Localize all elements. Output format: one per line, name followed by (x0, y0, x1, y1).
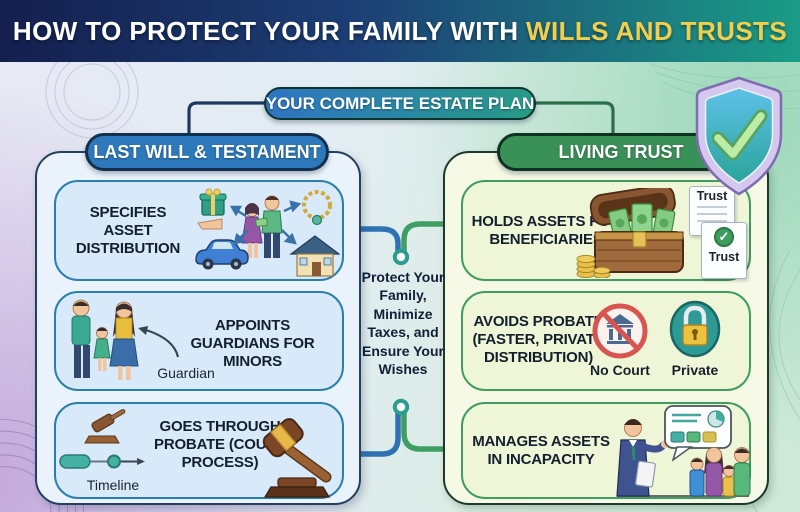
no-court-badge: No Court (589, 301, 651, 378)
center-message: Protect Your Family, Minimize Taxes, and… (361, 269, 445, 378)
card-avoids-probate: AVOIDS PROBATE (FASTER, PRIVATE DISTRIBU… (461, 291, 751, 391)
house-icon (289, 235, 340, 277)
title-main: HOW TO PROTECT YOUR FAMILY WITH (12, 15, 526, 46)
card-label: SPECIFIES ASSET DISTRIBUTION (75, 203, 181, 257)
gift-hand-icon (197, 188, 227, 230)
guardian-arrow (138, 326, 180, 358)
trust-header-label: LIVING TRUST (558, 141, 684, 162)
family-illustration (71, 299, 180, 380)
father-figure (71, 299, 91, 378)
car-icon (195, 239, 249, 270)
timeline-annotation: Timeline (86, 477, 140, 493)
no-court-label: No Court (590, 362, 650, 378)
estate-plan-node: YOUR COMPLETE ESTATE PLAN (264, 87, 536, 120)
chest-body (594, 231, 684, 273)
guardian-annotation: Guardian (157, 365, 215, 381)
card-label: APPOINTS GUARDIANS FOR MINORS (190, 317, 315, 370)
card-label: AVOIDS PROBATE (FASTER, PRIVATE DISTRIBU… (472, 313, 605, 366)
private-lock-icon (669, 300, 721, 358)
private-label: Private (671, 362, 719, 378)
timeline-gavel-illustration (59, 409, 145, 469)
advisor-family-illustration (616, 405, 751, 497)
card-label: HOLDS ASSETS FOR BENEFICIARIES (471, 212, 621, 248)
large-gavel-icon (262, 418, 332, 498)
estate-plan-label: YOUR COMPLETE ESTATE PLAN (265, 93, 535, 113)
family-group (689, 447, 751, 497)
check-circle-icon: ✓ (714, 227, 734, 247)
money-bills (608, 203, 676, 238)
plan-speech-bubble (664, 405, 732, 462)
no-court-icon (592, 303, 648, 359)
private-badge: Private (665, 299, 725, 378)
small-gavel-icon (84, 409, 126, 444)
child-figure (93, 327, 111, 371)
mother-figure (109, 301, 139, 380)
doc-text-lines (697, 206, 727, 224)
treasure-chest-illustration (576, 188, 684, 278)
card-label: MANAGES ASSETS IN INCAPACITY (472, 432, 610, 468)
trust-document-2: ✓ Trust (701, 222, 747, 279)
shield-check-icon (695, 76, 783, 196)
card-label: GOES THROUGH PROBATE (COURT PROCESS) (154, 418, 286, 471)
will-header-label: LAST WILL & TESTAMENT (93, 141, 321, 162)
card-appoints-guardians: APPOINTS GUARDIANS FOR MINORS (54, 291, 344, 391)
couple-icon (241, 195, 283, 258)
asset-arrows (229, 200, 302, 245)
title-banner: HOW TO PROTECT YOUR FAMILY WITH WILLS AN… (0, 0, 800, 62)
card-asset-distribution: SPECIFIES ASSET DISTRIBUTION (54, 180, 344, 281)
card-probate: GOES THROUGH PROBATE (COURT PROCESS) Tim… (54, 402, 344, 499)
title-highlight: WILLS AND TRUSTS (526, 15, 788, 46)
timeline-icon (59, 454, 145, 469)
card-holds-assets: HOLDS ASSETS FOR BENEFICIARIES (461, 180, 751, 281)
trust-doc-label: Trust (696, 189, 728, 203)
will-header-pill: LAST WILL & TESTAMENT (85, 133, 329, 171)
card-incapacity: MANAGES ASSETS IN INCAPACITY (461, 402, 751, 499)
coin-stacks (576, 254, 611, 278)
trust-header-pill: LIVING TRUST (497, 133, 745, 171)
advisor-figure (616, 419, 669, 497)
necklace-icon (302, 190, 332, 226)
trust-doc-label: Trust (708, 250, 740, 264)
page-title: HOW TO PROTECT YOUR FAMILY WITH WILLS AN… (13, 16, 787, 47)
asset-distribution-illustration (195, 188, 340, 277)
